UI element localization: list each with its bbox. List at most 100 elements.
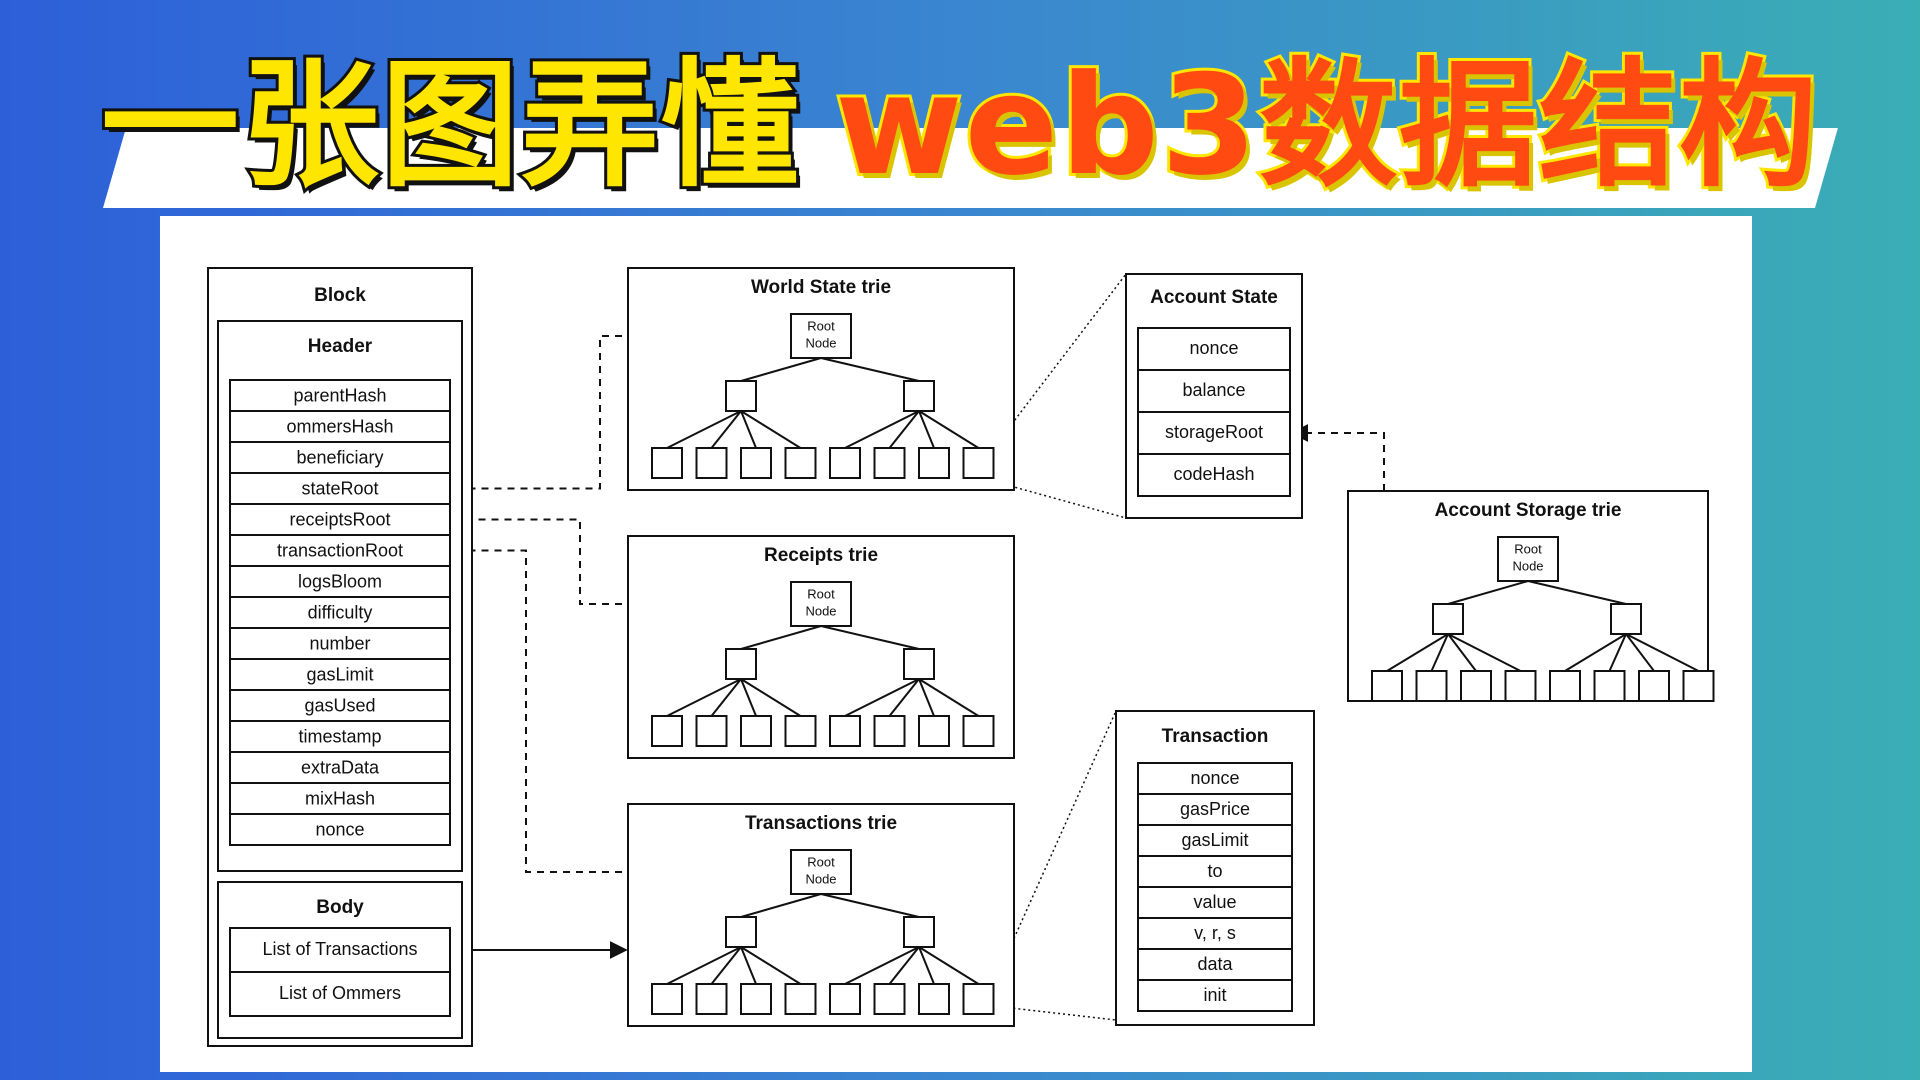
world-state-trie-edge (918, 410, 935, 449)
account-storage-trie-edge (1608, 633, 1627, 672)
transaction-field-1 (1137, 793, 1293, 826)
account-storage-trie-edge (1447, 580, 1529, 605)
header-field-label: parentHash (293, 385, 386, 405)
transactions-trie-edge (666, 946, 742, 985)
world-state-trie-edge (844, 410, 920, 449)
receipts-trie-leaf-node-4 (829, 715, 861, 747)
world-state-trie-leaf-node-0 (651, 447, 683, 479)
header-field-receiptsroot (229, 503, 451, 536)
world-state-trie-edge (888, 410, 920, 449)
account-storage-trie-leaf-node-6 (1638, 670, 1670, 702)
ethereum-data-structure-diagram: BlockHeaderparentHashommersHashbeneficia… (207, 267, 1715, 1047)
account-storage-trie-edge (1625, 633, 1655, 672)
header-field-label: ommersHash (286, 416, 393, 436)
account-storage-trie-leaf-node-4 (1549, 670, 1581, 702)
header-field-label: logsBloom (298, 571, 382, 591)
receipts-trie-edge (740, 678, 802, 717)
root-node-label: Root (807, 586, 835, 601)
header-field-label: receiptsRoot (289, 509, 390, 529)
header-field-nonce (229, 813, 451, 846)
account-storage-trie-leaf-node-7 (1682, 670, 1715, 702)
account-field-nonce (1137, 327, 1291, 371)
world-state-trie-root-node (790, 313, 852, 359)
transaction-title: Transaction (1162, 726, 1269, 747)
transaction-field-2 (1137, 824, 1293, 857)
header-field-label: transactionRoot (277, 540, 403, 560)
world-state-trie-leaf-node-4 (829, 447, 861, 479)
body-field-1 (229, 971, 451, 1017)
account-state-title: Account State (1150, 287, 1278, 308)
body-title: Body (316, 897, 364, 918)
header-field-beneficiary (229, 441, 451, 474)
body-field-0 (229, 927, 451, 973)
receipts-trie-title: Receipts trie (764, 545, 878, 566)
root-node-label: Node (805, 603, 836, 618)
world-state-trie-edge (740, 357, 822, 382)
receipts-trie-leaf-node-3 (784, 715, 817, 747)
receipts-trie-edge (666, 678, 742, 717)
receipts-trie-edge (844, 678, 920, 717)
receipts-trie-edge (888, 678, 920, 717)
account-field-label: codeHash (1173, 464, 1254, 484)
receipts-trie-leaf-node-1 (695, 715, 728, 747)
root-node-label: Node (805, 335, 836, 350)
header-field-label: difficulty (308, 602, 373, 622)
title-part-2: web3数据结构 (832, 42, 1820, 209)
header-field-label: extraData (301, 757, 380, 777)
transactions-trie-leaf-node-6 (918, 983, 950, 1015)
world-state-trie-branch-node-1 (903, 380, 935, 412)
transactions-trie-edge (820, 893, 920, 918)
receipts-trie-branch-node-1 (903, 648, 935, 680)
title-part-1: 一张图弄懂 (98, 42, 802, 209)
header-field-label: gasLimit (306, 664, 373, 684)
world-state-trie-edge (918, 410, 980, 449)
transaction-field-7 (1137, 979, 1293, 1012)
receipts-trie-leaf-node-7 (962, 715, 995, 747)
transactions-trie-box (627, 803, 1015, 1027)
transactions-trie-leaf-node-1 (695, 983, 728, 1015)
header-field-label: nonce (315, 819, 364, 839)
world-state-trie-leaf-node-2 (740, 447, 772, 479)
receipts-trie-edge (710, 678, 742, 717)
receipts-trie-edge (740, 625, 822, 650)
account-field-label: storageRoot (1165, 422, 1263, 442)
account-storage-trie-edge (1625, 633, 1699, 672)
world-state-trie-branch-node-0 (725, 380, 757, 412)
transaction-field-label: v, r, s (1194, 923, 1236, 943)
receipts-trie-edge (820, 625, 920, 650)
transactions-trie-branch-node-1 (903, 916, 935, 948)
account-storage-trie-leaf-node-0 (1371, 670, 1403, 702)
world-state-trie-edge (740, 410, 802, 449)
transactions-trie-edge (740, 946, 757, 985)
transactions-trie-root-node (790, 849, 852, 895)
account-storage-trie-leaf-node-2 (1460, 670, 1492, 702)
transactions-trie-edge (710, 946, 742, 985)
transaction-field-label: to (1207, 861, 1222, 881)
transactions-trie-leaf-node-5 (873, 983, 906, 1015)
header-field-mixhash (229, 782, 451, 815)
account-field-label: nonce (1189, 338, 1238, 358)
receipts-trie-edge (740, 678, 757, 717)
transactions-trie-edge (918, 946, 935, 985)
account-storage-trie-leaf-node-1 (1415, 670, 1448, 702)
root-node-label: Node (805, 871, 836, 886)
world-state-trie-leaf-node-7 (962, 447, 995, 479)
world-state-trie-title: World State trie (751, 277, 891, 298)
world-state-trie-edge (820, 357, 920, 382)
transaction-field-label: gasLimit (1181, 830, 1248, 850)
account-storage-trie-edge (1447, 633, 1521, 672)
header-field-gasused (229, 689, 451, 722)
account-field-balance (1137, 369, 1291, 413)
header-field-parenthash (229, 379, 451, 412)
transactions-trie-leaf-node-4 (829, 983, 861, 1015)
world-state-trie-edge (740, 410, 757, 449)
transactions-trie-leaf-node-7 (962, 983, 995, 1015)
transactions-trie-edge (740, 893, 822, 918)
root-node-label: Root (1514, 541, 1542, 556)
account-storage-trie-branch-node-1 (1610, 603, 1642, 635)
account-storage-trie-edge (1430, 633, 1449, 672)
account-storage-trie-branch-node-0 (1432, 603, 1464, 635)
account-storage-trie-edge (1447, 633, 1477, 672)
header-field-label: timestamp (298, 726, 381, 746)
